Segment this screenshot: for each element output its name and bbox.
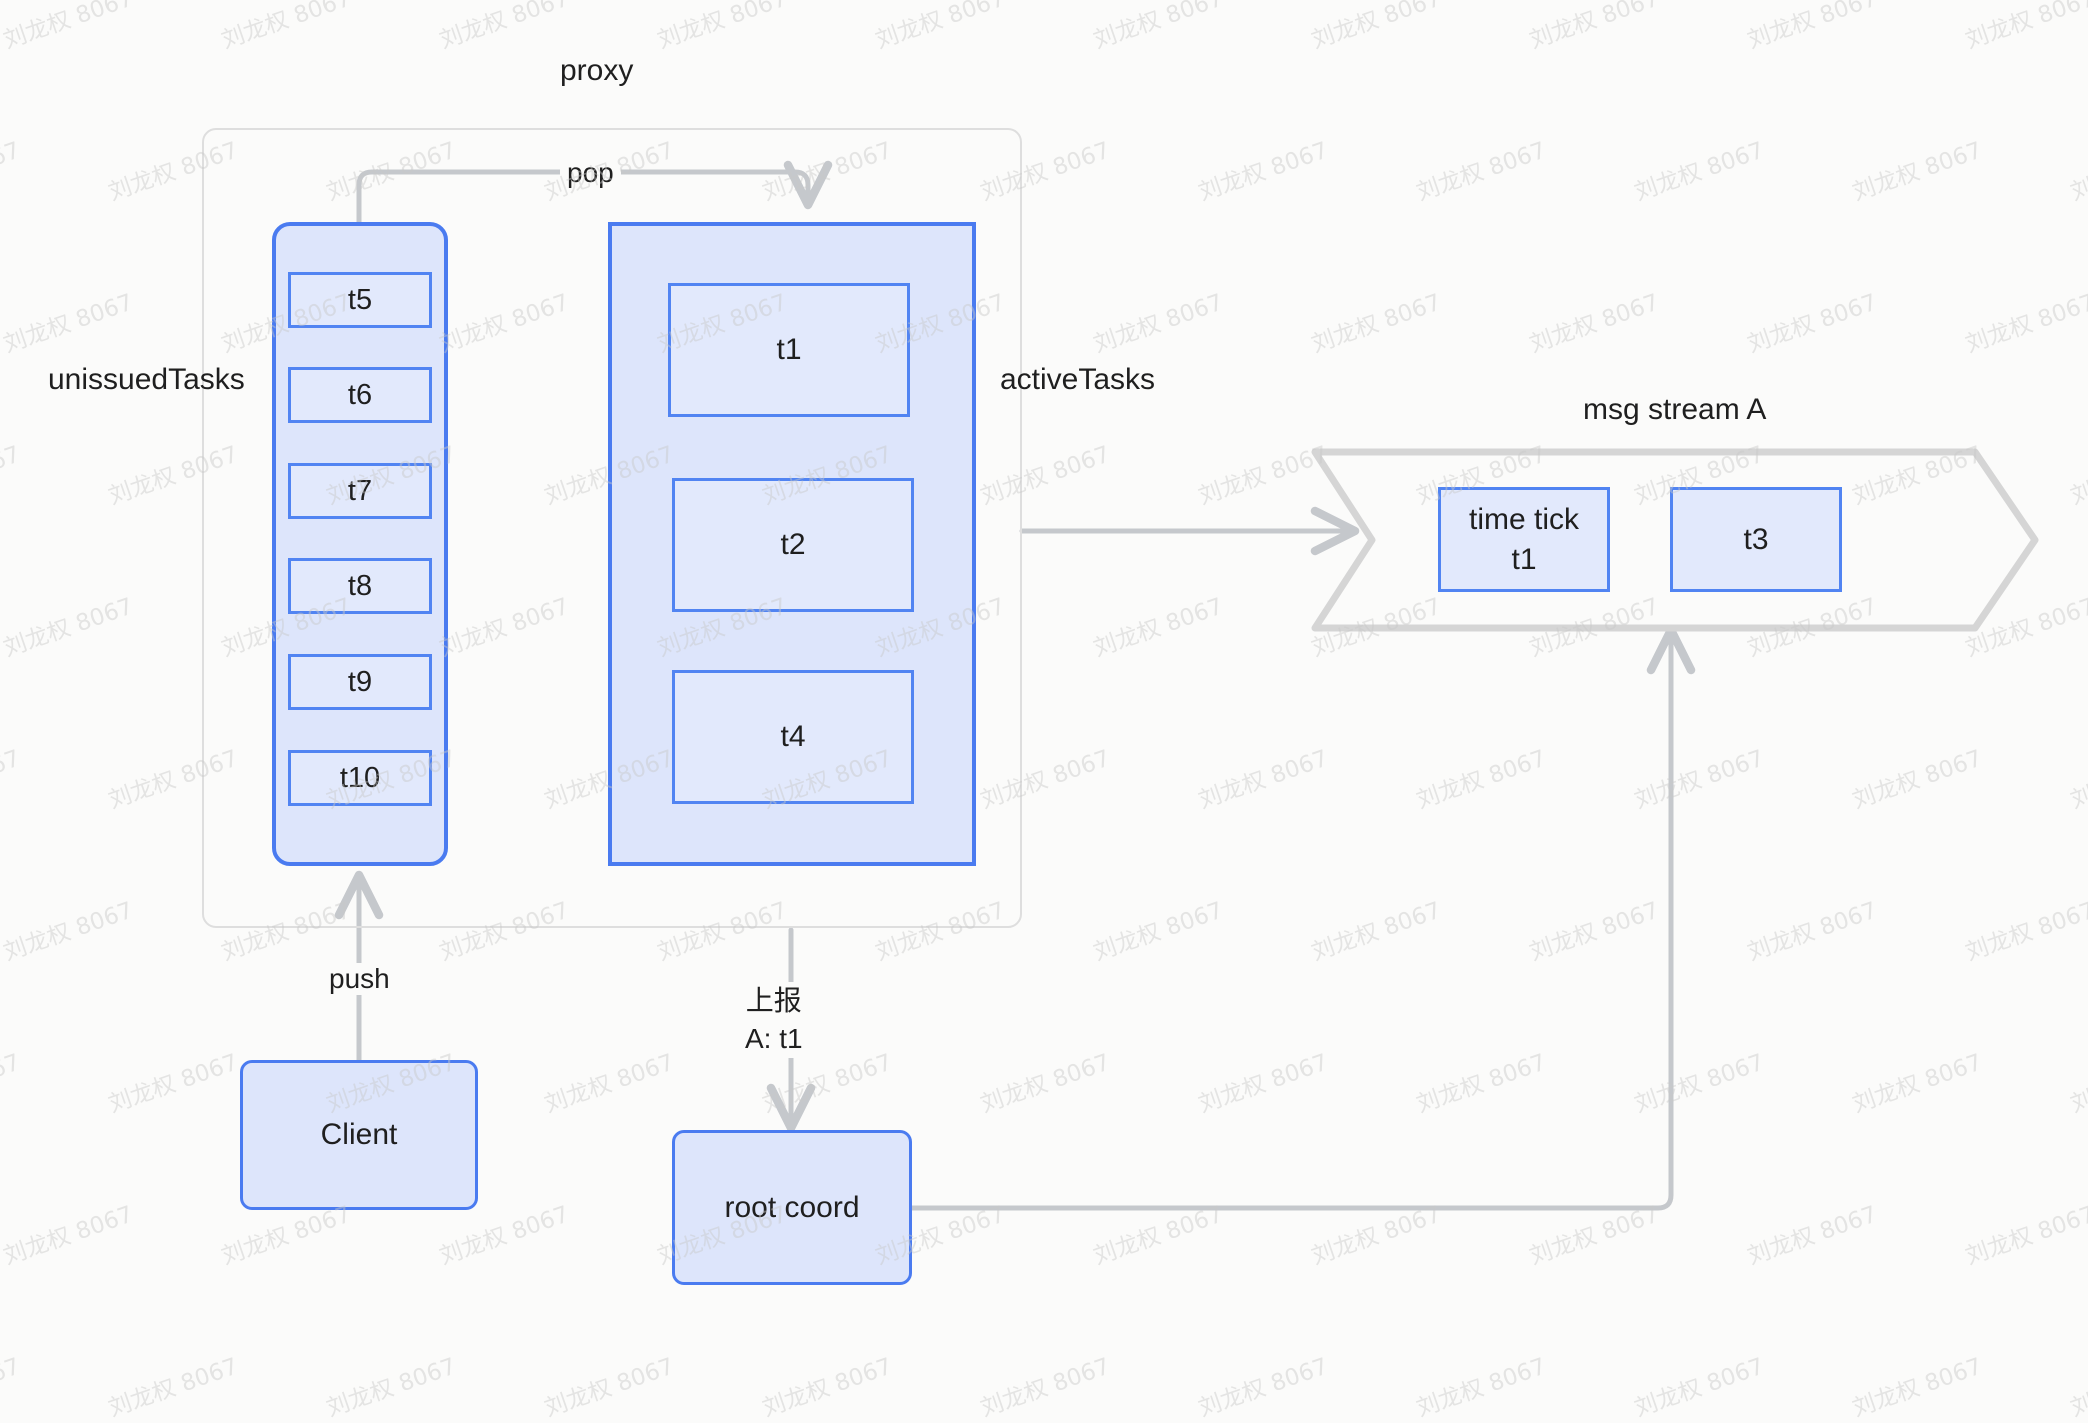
stream-msg-time-tick-t1[interactable]: time tick t1 (1438, 487, 1610, 592)
stream-msg-line2: t1 (1511, 542, 1537, 576)
active-tasks-label: activeTasks (1000, 363, 1156, 396)
queue-item-t7[interactable]: t7 (288, 463, 432, 519)
edge-rootcoord-to-stream (909, 625, 1696, 1211)
stream-msg-line1: time tick (1468, 502, 1579, 536)
queue-item-t5[interactable]: t5 (288, 272, 432, 328)
watermark-text: 刘龙权 8067 (541, 1353, 678, 1423)
watermark-text: 刘龙权 8067 (323, 1353, 460, 1423)
proxy-container (202, 128, 1022, 928)
watermark-text: 刘龙权 8067 (977, 1353, 1114, 1423)
msg-stream-band (1311, 448, 2039, 632)
client-node[interactable]: Client (240, 1060, 478, 1210)
unissued-tasks-label: unissuedTasks (48, 363, 245, 396)
stream-msg-t3[interactable]: t3 (1670, 487, 1842, 592)
active-task-t1[interactable]: t1 (668, 283, 910, 417)
watermark-text: 刘龙权 8067 (1631, 1353, 1768, 1423)
watermark-text: 刘龙权 8067 (2067, 1354, 2088, 1423)
root-coord-node[interactable]: root coord (672, 1130, 912, 1285)
queue-item-t10[interactable]: t10 (288, 750, 432, 806)
edge-label-report: 上报 A: t1 (738, 982, 810, 1059)
edge-label-pop: pop (560, 157, 621, 189)
connector-layer (334, 160, 2039, 1211)
queue-item-t6[interactable]: t6 (288, 367, 432, 423)
queue-item-t8[interactable]: t8 (288, 558, 432, 614)
watermark-text: 刘龙权 8067 (1849, 1353, 1986, 1423)
watermark-text: 刘龙权 8067 (0, 1353, 24, 1422)
active-task-t2[interactable]: t2 (672, 478, 914, 612)
queue-item-t9[interactable]: t9 (288, 654, 432, 710)
proxy-label: proxy (560, 54, 634, 87)
watermark-text: 刘龙权 8067 (105, 1353, 242, 1423)
active-task-t4[interactable]: t4 (672, 670, 914, 804)
msg-stream-label: msg stream A (1583, 393, 1767, 426)
watermark-text: 刘龙权 8067 (759, 1353, 896, 1423)
edge-label-push: push (322, 963, 397, 995)
watermark-text: 刘龙权 8067 (1413, 1353, 1550, 1423)
watermark-text: 刘龙权 8067 (1195, 1353, 1332, 1423)
